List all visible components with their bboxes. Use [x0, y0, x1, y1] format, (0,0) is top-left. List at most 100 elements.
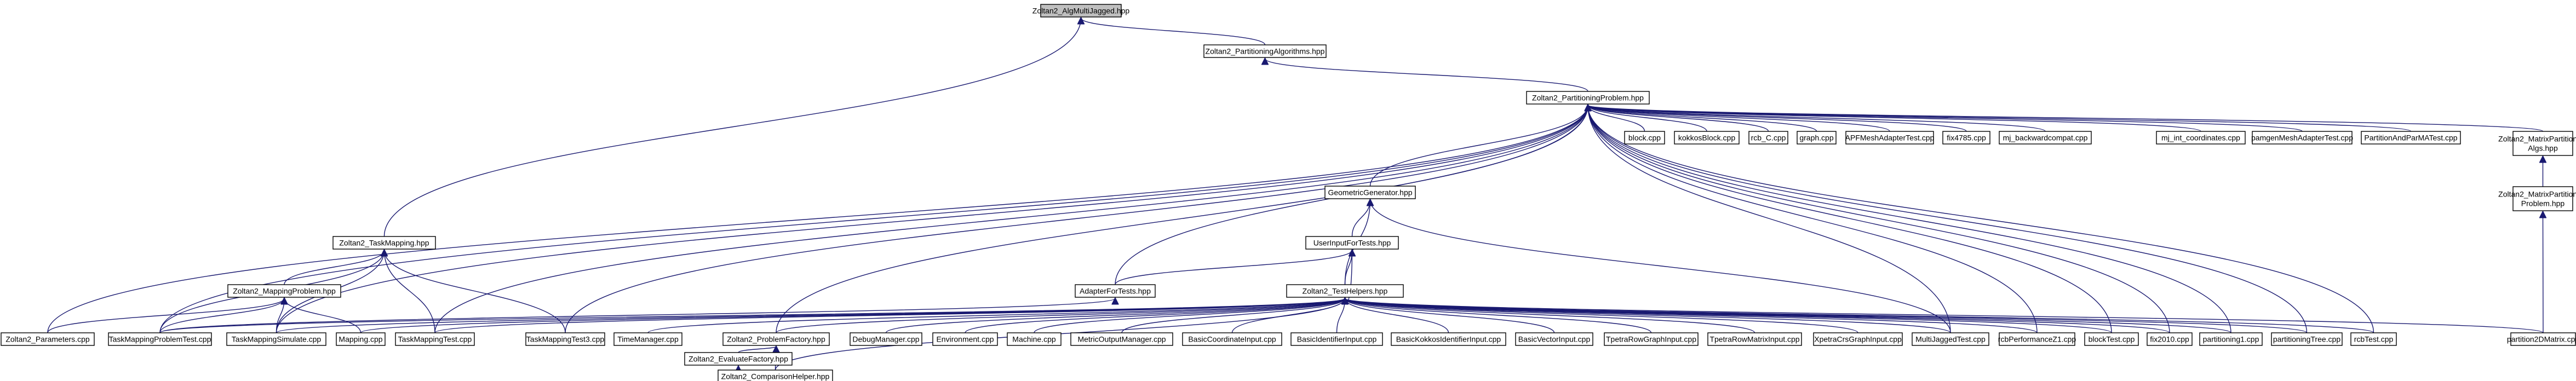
node-mappingprob[interactable]: Zoltan2_MappingProblem.hpp — [227, 284, 341, 298]
node-basickokkos[interactable]: BasicKokkosIdentifierInput.cpp — [1391, 332, 1506, 346]
node-box — [525, 332, 605, 346]
edge-part2dmatrix-to-matrixprob — [2543, 212, 2544, 333]
node-label: rcbPerformanceZ1.cpp — [1998, 335, 2076, 344]
node-matrixalgs[interactable]: Zoltan2_MatrixPartitioningAlgs.hpp — [2498, 131, 2576, 156]
node-basicident[interactable]: BasicIdentifierInput.cpp — [1290, 332, 1383, 346]
node-rcbperf[interactable]: rcbPerformanceZ1.cpp — [1998, 332, 2076, 346]
node-taskmapping[interactable]: Zoltan2_TaskMapping.hpp — [332, 236, 436, 250]
edge-fix4785-to-partprob — [1588, 105, 1967, 132]
node-pandpm[interactable]: PartitionAndParMATest.cpp — [2361, 131, 2461, 145]
node-matrixprob[interactable]: Zoltan2_MatrixPartitioningProblem.hpp — [2498, 186, 2576, 211]
node-box — [850, 332, 922, 346]
node-label: TaskMappingTest.cpp — [398, 335, 472, 344]
edge-params-to-partprob — [47, 105, 1588, 333]
node-box — [613, 332, 682, 346]
node-tmtest[interactable]: TaskMappingTest.cpp — [395, 332, 475, 346]
node-tmsimulate[interactable]: TaskMappingSimulate.cpp — [226, 332, 326, 346]
node-env[interactable]: Environment.cpp — [932, 332, 998, 346]
edge-debugmgr-to-testhelpers — [885, 298, 1345, 333]
node-box — [1515, 332, 1593, 346]
edge-pamgen-to-partprob — [1588, 105, 2303, 132]
node-mapping[interactable]: Mapping.cpp — [336, 332, 386, 346]
node-part2dmatrix[interactable]: partition2DMatrix.cpp — [2507, 332, 2576, 346]
node-label: BasicKokkosIdentifierInput.cpp — [1396, 335, 1501, 344]
node-timemgr[interactable]: TimeManager.cpp — [613, 332, 682, 346]
node-box — [1707, 332, 1802, 346]
node-label: Environment.cpp — [936, 335, 994, 344]
node-apfmesh[interactable]: APFMeshAdapterTest.cpp — [1845, 131, 1935, 145]
node-label: rcb_C.cpp — [1751, 134, 1786, 142]
node-geomgen[interactable]: GeometricGenerator.hpp — [1324, 186, 1416, 199]
node-partalgs[interactable]: Zoltan2_PartitioningAlgorithms.hpp — [1203, 44, 1327, 58]
node-metricout[interactable]: MetricOutputManager.cpp — [1070, 332, 1173, 346]
edge-mappingprob-to-taskmapping — [284, 250, 385, 285]
node-partitioning1[interactable]: partitioning1.cpp — [2199, 332, 2263, 346]
node-label: TaskMappingProblemTest.cpp — [109, 335, 211, 344]
node-pamgen[interactable]: pamgenMeshAdapterTest.cpp — [2251, 131, 2353, 145]
edge-rcbc-to-partprob — [1588, 105, 1769, 132]
node-label: partition2DMatrix.cpp — [2507, 335, 2576, 344]
node-tpetrarowmatrix[interactable]: TpetraRowMatrixInput.cpp — [1707, 332, 1802, 346]
node-adapter[interactable]: AdapterForTests.hpp — [1075, 284, 1156, 298]
node-label: graph.cpp — [1799, 134, 1833, 142]
node-label: BasicIdentifierInput.cpp — [1297, 335, 1377, 344]
edge-mjint-to-partprob — [1588, 105, 2201, 132]
node-mjtest[interactable]: MultiJaggedTest.cpp — [1912, 332, 1989, 346]
node-rcbc[interactable]: rcb_C.cpp — [1748, 131, 1788, 145]
edge-metricout-to-testhelpers — [1121, 298, 1345, 333]
node-basiccoord[interactable]: BasicCoordinateInput.cpp — [1182, 332, 1282, 346]
node-box — [932, 332, 998, 346]
node-box — [1040, 4, 1122, 18]
edge-tmtest-to-taskmapping — [385, 250, 435, 333]
node-comphelper[interactable]: Zoltan2_ComparisonHelper.hpp — [718, 370, 833, 381]
node-mjint[interactable]: mj_int_coordinates.cpp — [2156, 131, 2246, 145]
node-label: mj_int_coordinates.cpp — [2161, 134, 2240, 142]
node-box — [2512, 131, 2573, 156]
edge-tpetrarowmatrix-to-testhelpers — [1345, 298, 1755, 333]
node-box — [2510, 332, 2576, 346]
node-parttree[interactable]: partitioningTree.cpp — [2271, 332, 2343, 346]
edge-mjback-to-partprob — [1588, 105, 2046, 132]
node-block[interactable]: block.cpp — [1624, 131, 1665, 145]
node-graph[interactable]: graph.cpp — [1797, 131, 1837, 145]
node-box — [1674, 131, 1740, 145]
node-box — [2084, 332, 2139, 346]
node-label: PartitionAndParMATest.cpp — [2364, 134, 2457, 142]
node-label: TimeManager.cpp — [617, 335, 679, 344]
node-tmtest3[interactable]: TaskMappingTest3.cpp — [525, 332, 605, 346]
node-label: TaskMappingTest3.cpp — [526, 335, 605, 344]
edge-rcbtest-to-partprob — [1588, 105, 2374, 333]
node-box — [1813, 332, 1903, 346]
edge-fix2010-to-partprob — [1588, 105, 2170, 333]
edge-rcbperf-to-testhelpers — [1345, 298, 2038, 333]
node-testhelpers[interactable]: Zoltan2_TestHelpers.hpp — [1286, 284, 1404, 298]
node-box — [1286, 284, 1404, 298]
edge-parttree-to-partprob — [1588, 105, 2308, 333]
edge-probfactory-to-partprob — [776, 105, 1588, 333]
node-xpetracrs[interactable]: XpetraCrsGraphInput.cpp — [1813, 332, 1903, 346]
node-fix4785[interactable]: fix4785.cpp — [1942, 131, 1990, 145]
node-rcbtest[interactable]: rcbTest.cpp — [2350, 332, 2397, 346]
node-tpetracrsgraph[interactable]: TpetraRowGraphInput.cpp — [1604, 332, 1699, 346]
node-mjback[interactable]: mj_backwardcompat.cpp — [1999, 131, 2092, 145]
node-box — [226, 332, 326, 346]
node-blocktest[interactable]: blockTest.cpp — [2084, 332, 2139, 346]
node-debugmgr[interactable]: DebugManager.cpp — [850, 332, 922, 346]
node-fix2010[interactable]: fix2010.cpp — [2147, 332, 2193, 346]
node-kokkosblock[interactable]: kokkosBlock.cpp — [1674, 131, 1740, 145]
node-root[interactable]: Zoltan2_AlgMultiJagged.hpp — [1032, 4, 1130, 18]
node-basicvector[interactable]: BasicVectorInput.cpp — [1515, 332, 1593, 346]
node-box — [1070, 332, 1173, 346]
node-params[interactable]: Zoltan2_Parameters.cpp — [1, 332, 95, 346]
node-userinput[interactable]: UserInputForTests.hpp — [1305, 236, 1399, 250]
node-tmprobtest[interactable]: TaskMappingProblemTest.cpp — [108, 332, 212, 346]
node-box — [1305, 236, 1399, 250]
node-partprob[interactable]: Zoltan2_PartitioningProblem.hpp — [1526, 91, 1650, 105]
edge-basickokkos-to-testhelpers — [1345, 298, 1449, 333]
node-evalfactory[interactable]: Zoltan2_EvaluateFactory.hpp — [684, 352, 793, 366]
node-box — [718, 370, 833, 381]
node-probfactory[interactable]: Zoltan2_ProblemFactory.hpp — [722, 332, 830, 346]
node-machine[interactable]: Machine.cpp — [1007, 332, 1062, 346]
edge-tmprobtest-to-adapter — [159, 298, 1115, 333]
